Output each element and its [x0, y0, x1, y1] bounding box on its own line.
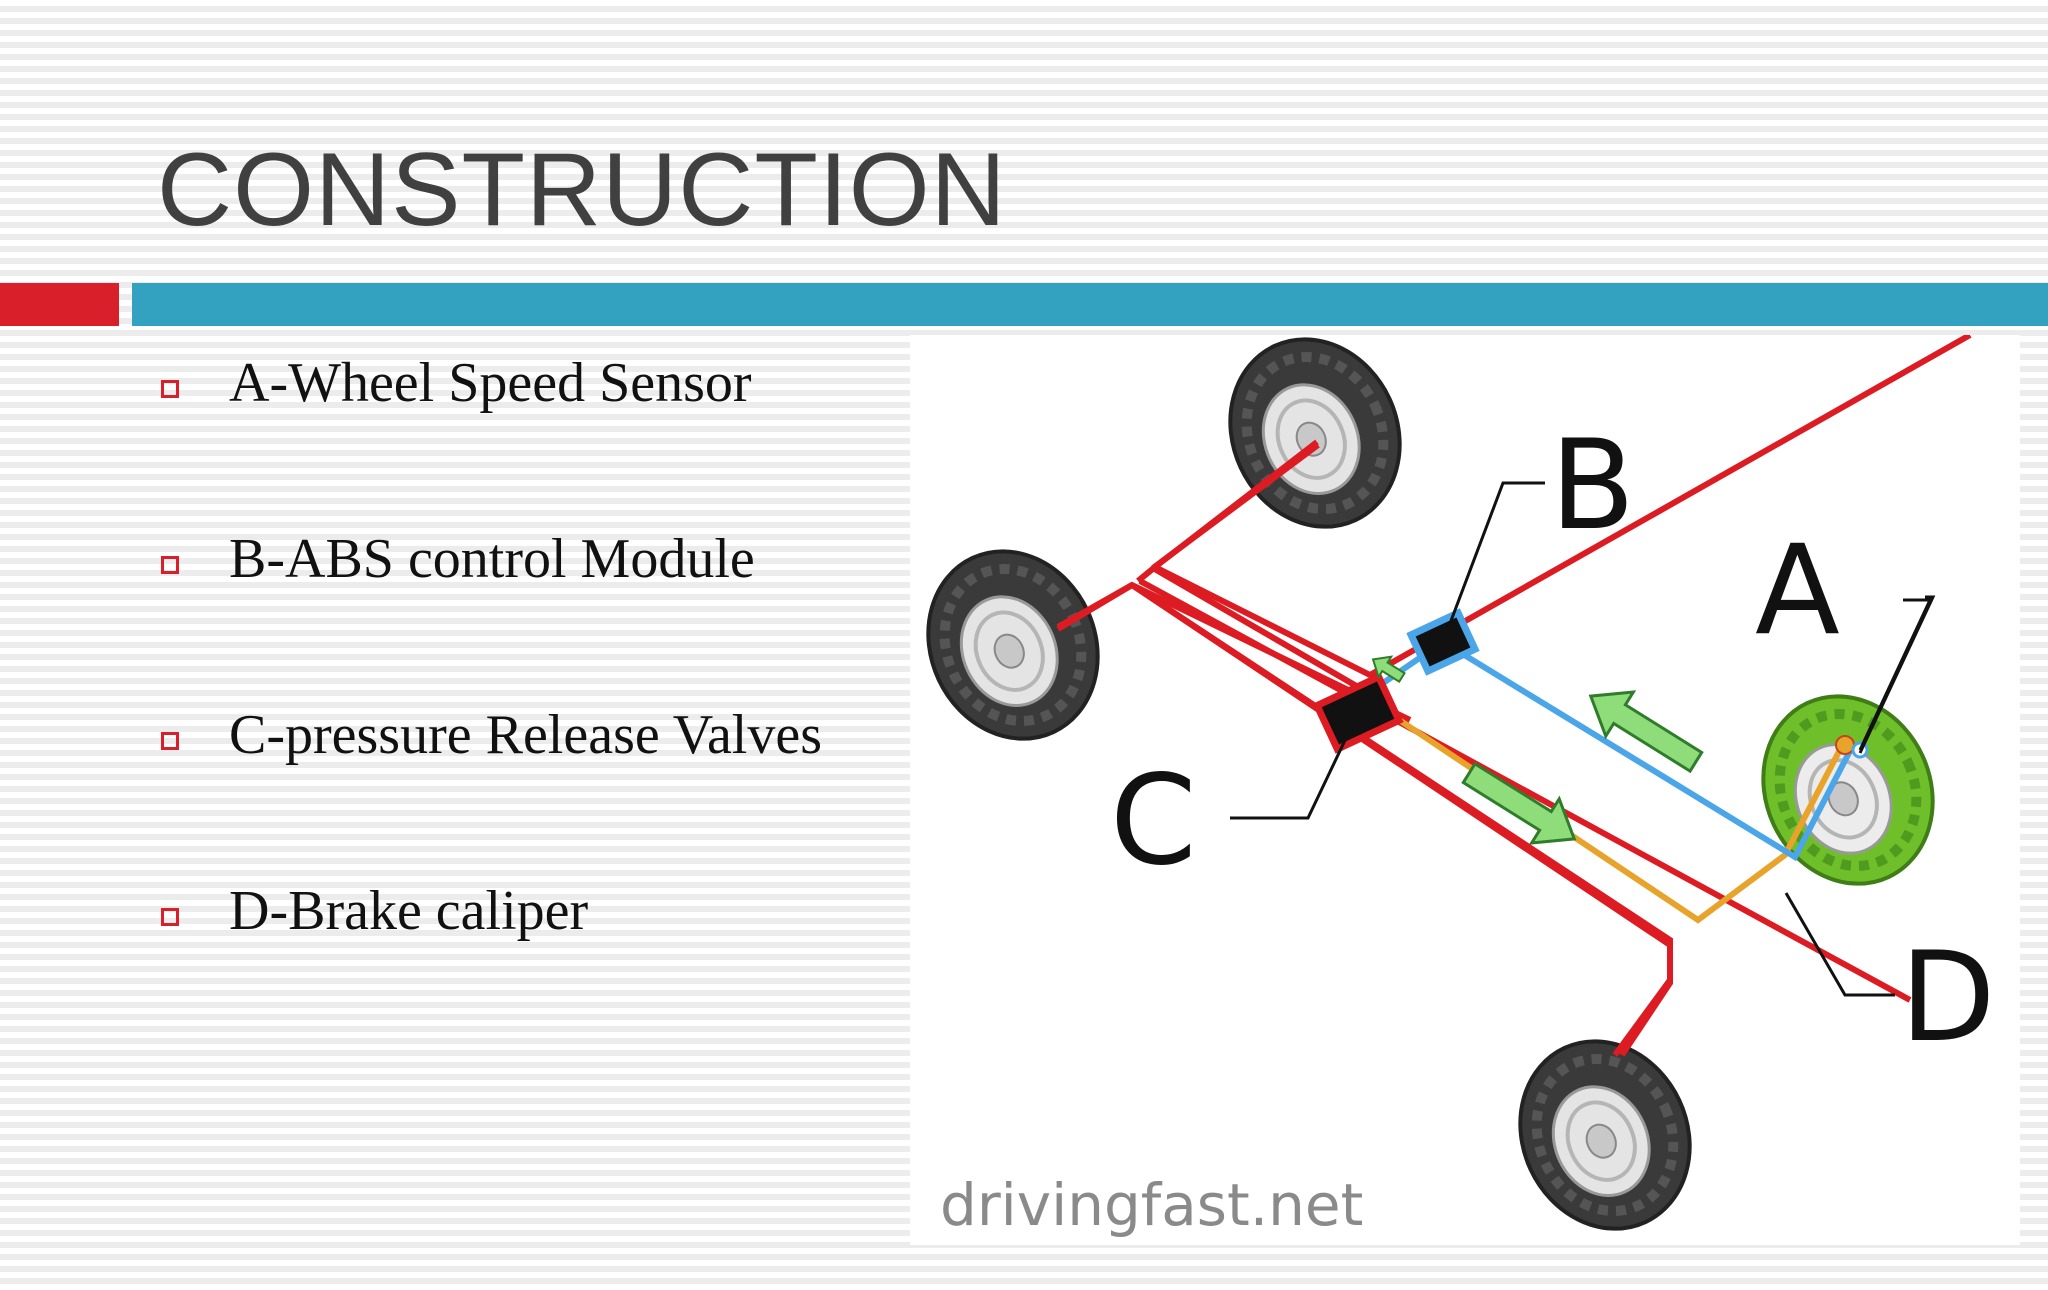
title-accent-bar-red [0, 283, 119, 326]
square-bullet-icon [161, 556, 179, 574]
square-bullet-icon [161, 908, 179, 926]
sensor-dot [1835, 735, 1855, 755]
page-title: CONSTRUCTION [157, 132, 1007, 248]
bullet-text: C-pressure Release Valves [229, 704, 823, 766]
wheel-sensor-highlighted [1733, 668, 1963, 911]
wheel-rear-left [910, 523, 1128, 766]
wheel-front-right [1490, 1013, 1720, 1245]
flow-arrow-down [1461, 761, 1577, 845]
diagram-label-c: C [1110, 749, 1197, 893]
diagram-label-d: D [1900, 926, 1995, 1070]
leader-lines [1230, 481, 1936, 997]
diagram-label-b: B [1550, 414, 1635, 558]
square-bullet-icon [161, 732, 179, 750]
watermark-text: drivingfast.net [940, 1171, 1363, 1239]
brake-lines-main [1056, 442, 1673, 1057]
square-bullet-icon [161, 380, 179, 398]
abs-diagram-svg: B A C D drivingfast.net [910, 335, 1995, 1245]
flow-arrow-small [1371, 655, 1406, 684]
title-accent-bar-blue [132, 283, 2048, 326]
bullet-text: A-Wheel Speed Sensor [229, 352, 752, 414]
flow-arrow-up [1588, 690, 1704, 774]
bullet-text: B-ABS control Module [229, 528, 755, 590]
bullet-text: D-Brake caliper [229, 880, 589, 942]
sensor-line [1368, 638, 1855, 862]
abs-diagram: B A C D drivingfast.net [910, 335, 2020, 1245]
diagram-label-a: A [1755, 519, 1840, 663]
